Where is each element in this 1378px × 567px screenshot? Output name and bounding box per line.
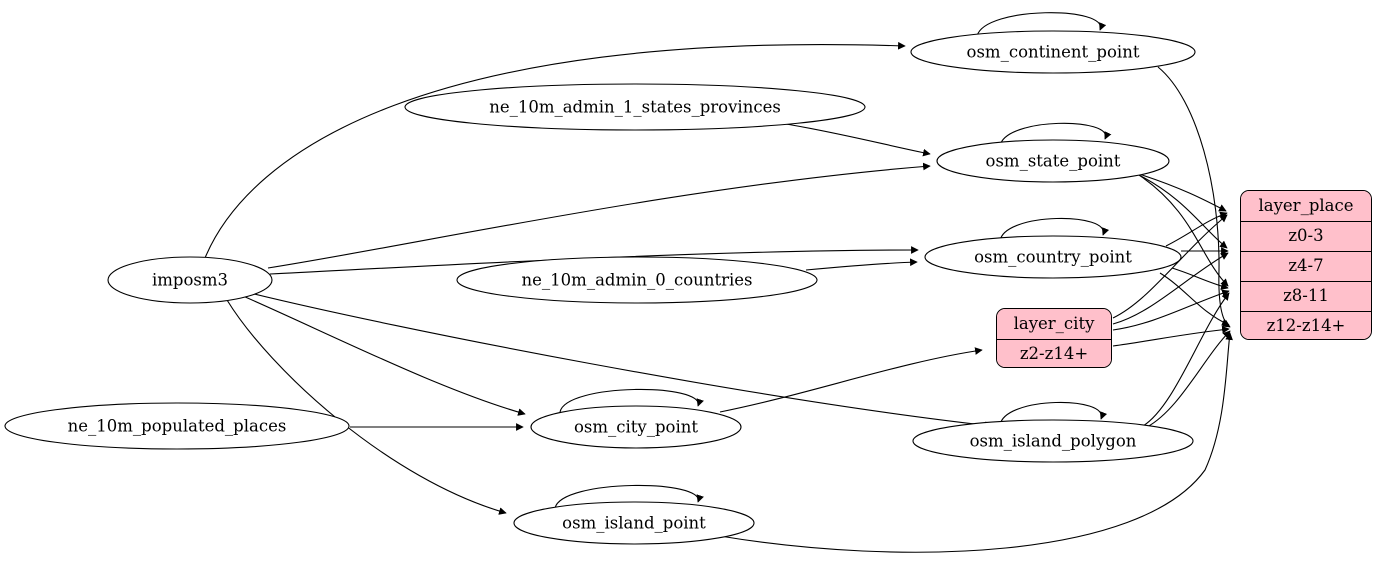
edge-imposm3-to-osm-city-point (242, 295, 526, 416)
edge-imposm3-to-osm-island-polygon (245, 291, 993, 430)
node-ne-10m-populated-places[interactable]: ne_10m_populated_places (4, 402, 350, 450)
edge-layer (204, 12, 1233, 553)
edge-osm-state-point-to-layer-place-z4 (1136, 173, 1228, 249)
record-node-layer-city[interactable]: layer_city z2-z14+ (996, 308, 1112, 368)
node-osm-country-point[interactable]: osm_country_point (924, 235, 1182, 279)
node-label-ne-10m-admin-0-countries: ne_10m_admin_0_countries (522, 271, 753, 290)
record-row-layer-place-z12-z14[interactable]: z12-z14+ (1241, 311, 1371, 339)
node-osm-continent-point[interactable]: osm_continent_point (910, 30, 1196, 74)
edge-osm-city-point-to-layer-city (719, 347, 983, 413)
node-osm-state-point[interactable]: osm_state_point (936, 139, 1170, 183)
node-ne-10m-admin-1-states-provinces[interactable]: ne_10m_admin_1_states_provinces (404, 83, 866, 131)
edge-self-loop-osm-city-point (559, 388, 704, 413)
edge-osm-state-point-to-layer-place-z8 (1138, 174, 1229, 287)
node-layer: imposm3 ne_10m_admin_1_states_provinces … (4, 30, 1196, 545)
node-ne-10m-admin-0-countries[interactable]: ne_10m_admin_0_countries (456, 256, 818, 304)
edge-osm-continent-point-to-layer-place-z12 (1157, 66, 1231, 328)
node-label-osm-city-point: osm_city_point (574, 418, 698, 437)
node-label-osm-island-point: osm_island_point (562, 514, 706, 533)
edge-layer-city-to-layer-place-z4 (1112, 252, 1229, 325)
node-osm-island-polygon[interactable]: osm_island_polygon (912, 419, 1194, 463)
edge-self-loop-osm-continent-point (976, 12, 1107, 37)
edge-layer-city-to-layer-place-z8 (1112, 289, 1230, 331)
node-label-imposm3: imposm3 (152, 271, 228, 290)
record-row-layer-city-z2-z14[interactable]: z2-z14+ (997, 339, 1111, 367)
edge-ne-countries-to-osm-country-point (805, 258, 918, 271)
edge-osm-island-point-to-layer-place-z12 (719, 332, 1233, 553)
edge-osm-state-point-to-layer-place-z0 (1135, 172, 1227, 212)
edge-layer-city-to-layer-place-z0 (1112, 214, 1228, 319)
edge-osm-country-point-to-layer-place-z12 (1159, 272, 1230, 326)
record-row-layer-city-title: layer_city (997, 309, 1111, 339)
node-osm-city-point[interactable]: osm_city_point (530, 405, 742, 449)
edge-imposm3-to-osm-continent-point (204, 41, 906, 259)
edge-self-loop-osm-island-polygon (999, 401, 1108, 426)
node-label-osm-country-point: osm_country_point (974, 248, 1132, 267)
node-imposm3[interactable]: imposm3 (107, 256, 273, 304)
edge-ne-states-to-osm-state-point (785, 123, 931, 157)
node-osm-island-point[interactable]: osm_island_point (513, 501, 755, 545)
node-label-osm-island-polygon: osm_island_polygon (970, 432, 1137, 451)
node-label-osm-continent-point: osm_continent_point (967, 43, 1140, 62)
record-node-layer-place[interactable]: layer_place z0-3 z4-7 z8-11 z12-z14+ (1240, 190, 1372, 340)
record-row-layer-place-title: layer_place (1241, 191, 1371, 221)
node-label-osm-state-point: osm_state_point (986, 152, 1121, 171)
record-row-layer-place-z4-7[interactable]: z4-7 (1241, 251, 1371, 281)
edge-self-loop-osm-country-point (999, 217, 1110, 242)
edge-imposm3-to-osm-state-point (267, 162, 931, 269)
edge-layer-city-to-layer-place-z12 (1112, 325, 1230, 347)
edge-osm-island-polygon-to-layer-place-z8 (1142, 292, 1230, 427)
edge-self-loop-osm-island-point (554, 484, 704, 509)
edge-osm-island-polygon-to-layer-place-z12 (1146, 330, 1231, 428)
record-row-layer-place-z0-3[interactable]: z0-3 (1241, 221, 1371, 251)
node-label-ne-10m-admin-1-states-provinces: ne_10m_admin_1_states_provinces (489, 98, 781, 117)
node-label-ne-10m-populated-places: ne_10m_populated_places (68, 417, 287, 436)
record-row-layer-place-z8-11[interactable]: z8-11 (1241, 281, 1371, 311)
edge-osm-country-point-to-layer-place-z8 (1171, 267, 1229, 290)
edge-self-loop-osm-state-point (999, 122, 1112, 147)
